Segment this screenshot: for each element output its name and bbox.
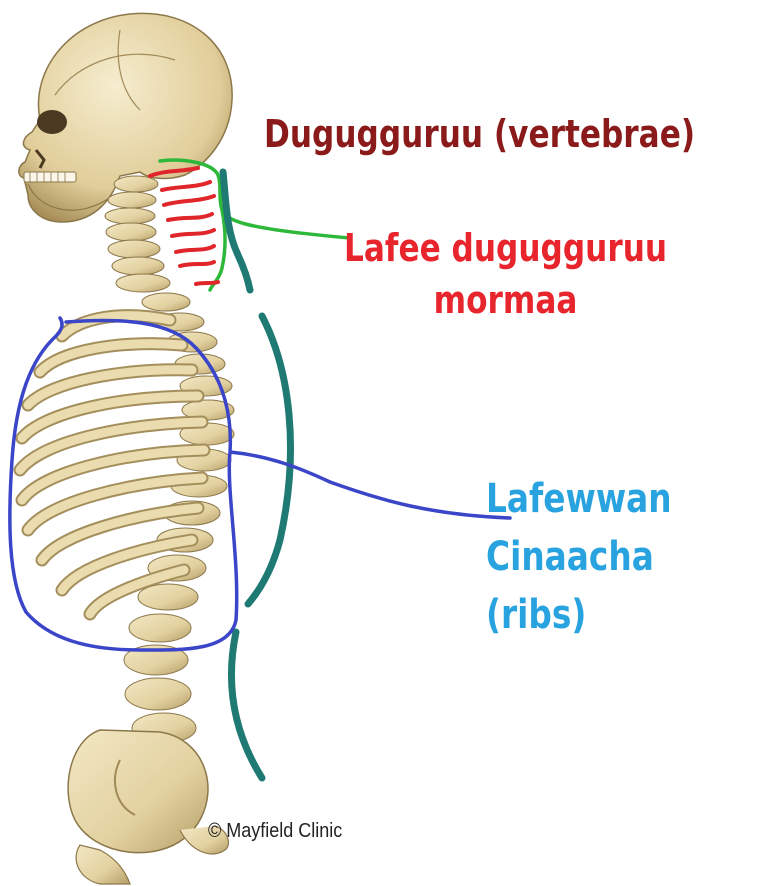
- vertebrae-label: Dugugguruu (vertebrae): [264, 112, 695, 156]
- ribs-label-line-3: (ribs): [486, 586, 672, 644]
- ribs-label: Lafewwan Cinaacha (ribs): [486, 470, 672, 644]
- ribs-label-line-2: Cinaacha: [486, 528, 672, 586]
- cervical-spine: [105, 176, 170, 292]
- pelvis: [68, 730, 228, 884]
- neck-label-line-2: mormaa: [344, 274, 667, 326]
- image-credit: © Mayfield Clinic: [208, 820, 342, 843]
- neck-vertebrae-label: Lafee dugugguruu mormaa: [344, 222, 667, 326]
- neck-outline: [160, 160, 350, 290]
- ribs-label-line-1: Lafewwan: [486, 470, 672, 528]
- rib-outline: [10, 318, 510, 650]
- neck-label-line-1: Lafee dugugguruu: [344, 222, 667, 274]
- spine-curve: [223, 172, 290, 778]
